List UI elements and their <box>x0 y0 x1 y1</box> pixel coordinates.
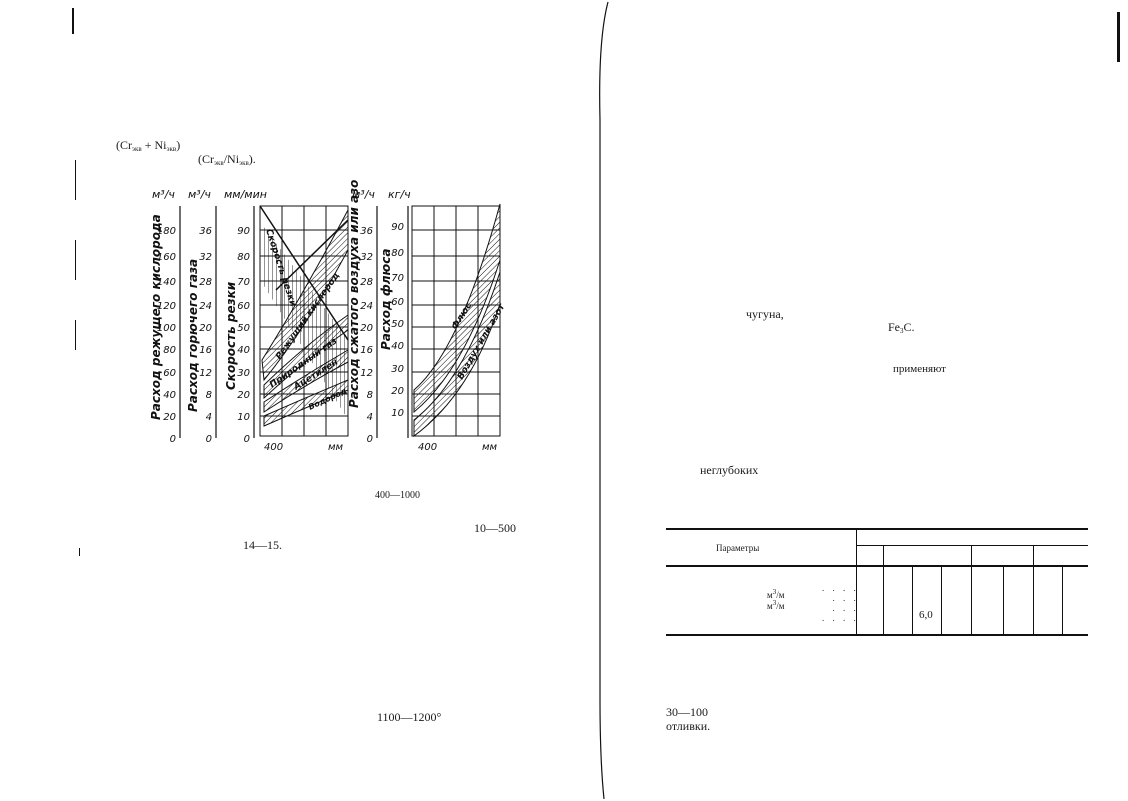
tick-label: 160 <box>157 252 176 263</box>
range-text: 30—100 <box>666 705 708 719</box>
page-edge-mark <box>79 548 80 556</box>
tick-label: 4 <box>367 412 373 423</box>
tick-label: 20 <box>199 323 212 334</box>
page-edge-mark <box>75 240 76 280</box>
tick-label: 60 <box>237 301 250 312</box>
tick-label: 60 <box>163 368 176 379</box>
tick-label: 16 <box>199 345 212 356</box>
formula-cr-plus-ni: (Crэкв + Niэкв) <box>116 138 181 153</box>
x-unit-label: мм <box>328 442 344 453</box>
formula-cr-ratio-ni: (Crэкв/Niэкв). <box>198 152 256 167</box>
word-neglubokikh: неглубоких <box>700 463 759 477</box>
tick-label: 90 <box>237 226 250 237</box>
table-header-parameters: Параметры <box>716 543 760 553</box>
x-unit-label: мм <box>482 442 498 453</box>
tick-label: 80 <box>237 252 250 263</box>
tick-label: 32 <box>360 252 373 263</box>
tick-label: 20 <box>391 386 404 397</box>
tick-label: 80 <box>391 248 404 259</box>
page-gutter-line <box>599 1 609 800</box>
tick-label: 30 <box>237 368 250 379</box>
tick-label: 24 <box>199 301 212 312</box>
tick-label: 0 <box>206 434 212 445</box>
axis-label: Расход горючего газа <box>186 259 200 412</box>
unit-label: мм/мин <box>224 188 267 201</box>
tick-label: 50 <box>237 323 250 334</box>
tick-label: 20 <box>360 323 373 334</box>
page-edge-mark <box>75 320 76 350</box>
tick-label: 0 <box>244 434 250 445</box>
tick-label: 180 <box>157 226 176 237</box>
range-text: 10—500 <box>474 521 516 535</box>
tick-label: 20 <box>237 390 250 401</box>
tick-label: 40 <box>237 345 250 356</box>
tick-label: 10 <box>391 408 404 419</box>
tick-label: 60 <box>391 297 404 308</box>
page-edge-mark <box>75 160 76 200</box>
tick-label: 40 <box>391 341 404 352</box>
figure-reference: 14—15. <box>243 538 282 552</box>
range-text: 400—1000 <box>375 490 420 501</box>
tick-label: 28 <box>199 277 212 288</box>
tick-label: 30 <box>391 364 404 375</box>
formula-fe3c: Fe3C. <box>888 320 915 335</box>
tick-label: 100 <box>157 323 176 334</box>
unit-label: м³/ч <box>352 188 375 201</box>
table-unit: м3/м <box>767 599 785 611</box>
tick-label: 120 <box>157 301 176 312</box>
tick-label: 0 <box>170 434 176 445</box>
tick-label: 70 <box>391 273 404 284</box>
word-otlivki: отливки. <box>666 719 711 733</box>
unit-label: м³/ч <box>152 188 175 201</box>
axis-label: Скорость резки <box>224 281 238 390</box>
table-unit: м3/м <box>767 588 785 600</box>
right-edge-mark <box>1117 12 1120 62</box>
tick-label: 8 <box>206 390 212 401</box>
tick-label: 140 <box>157 277 176 288</box>
tick-label: 90 <box>391 222 404 233</box>
x-tick-label: 400 <box>264 442 283 453</box>
word-primenyayut: применяют <box>893 363 946 375</box>
x-tick-label: 400 <box>418 442 437 453</box>
tick-label: 12 <box>199 368 212 379</box>
axis-label: Расход режущего кислорода <box>149 214 163 420</box>
cutting-nomogram-figure: м³/ч м³/ч мм/мин Расход режущего кислоро… <box>149 180 508 453</box>
unit-label: м³/ч <box>188 188 211 201</box>
axis-label: Расход флюса <box>379 249 393 350</box>
tick-label: 40 <box>163 390 176 401</box>
tick-label: 32 <box>199 252 212 263</box>
tick-label: 20 <box>163 412 176 423</box>
tick-label: 0 <box>367 434 373 445</box>
word-chuguna: чугуна, <box>746 307 784 321</box>
tick-label: 10 <box>237 412 250 423</box>
tick-label: 28 <box>360 277 373 288</box>
tick-label: 16 <box>360 345 373 356</box>
tick-label: 12 <box>360 368 373 379</box>
page-edge-mark <box>72 8 74 34</box>
tick-label: 4 <box>206 412 212 423</box>
tick-label: 50 <box>391 319 404 330</box>
table-cell-value: 6,0 <box>919 609 933 621</box>
tick-label: 70 <box>237 277 250 288</box>
axis-label: Расход сжатого воздуха или азота <box>347 180 361 408</box>
tick-label: 36 <box>199 226 212 237</box>
table-leader-dots: . . . . . . . . . .. . . . <box>822 583 859 623</box>
tick-label: 24 <box>360 301 373 312</box>
unit-label: кг/ч <box>388 188 411 201</box>
tick-label: 36 <box>360 226 373 237</box>
tick-label: 8 <box>367 390 373 401</box>
tick-label: 80 <box>163 345 176 356</box>
temperature-range: 1100—1200° <box>377 710 442 724</box>
